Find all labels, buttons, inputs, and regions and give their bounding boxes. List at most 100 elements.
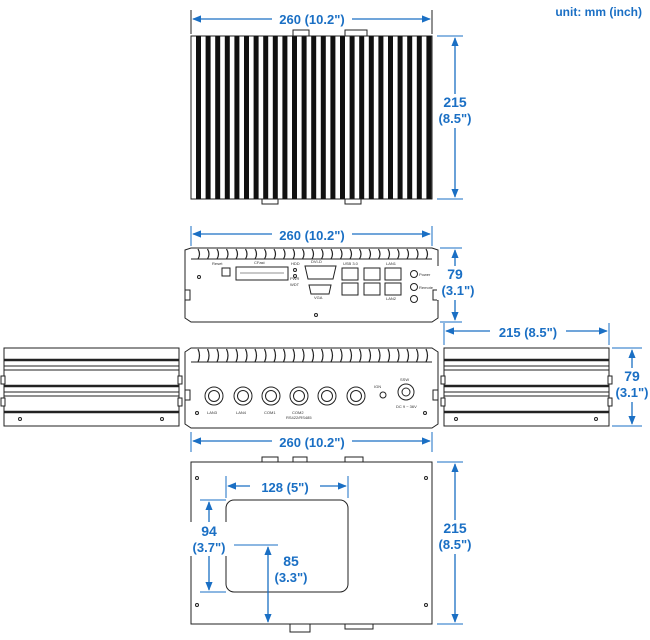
rear-view: LAN3 LAN4 COM1 COM2 RS422/RS485 SSW IGN … (184, 347, 439, 429)
heatsink-fin (407, 36, 413, 199)
usb-port-1 (341, 267, 359, 281)
fin-tooth (377, 348, 381, 363)
offset-mm: 85 (283, 553, 299, 569)
front-port-label-wdt: WDT (290, 282, 300, 287)
side-height-in: (3.1") (616, 385, 649, 400)
heatsink-fin (263, 36, 269, 199)
rear-port-label-com2: COM2 (292, 410, 304, 415)
fin-tooth (330, 248, 334, 260)
fin-tooth (425, 248, 429, 260)
rear-view-ports (204, 386, 366, 406)
heatsink-fin (272, 36, 278, 199)
fin-tooth (406, 248, 410, 260)
heatsink-fin (196, 36, 201, 199)
fin-tooth (225, 348, 229, 363)
ssw-switch (379, 391, 387, 399)
heatsink-fin (224, 36, 230, 199)
heatsink-fin (397, 36, 403, 199)
offset-in: (3.3") (275, 570, 308, 585)
window-width-label: 128 (5") (261, 480, 308, 495)
fin-tooth (292, 348, 296, 363)
rear-port-label-lan3: LAN3 (207, 410, 218, 415)
top-view: 260 (10.2") 215 (8.5") (190, 10, 473, 205)
fin-tooth (254, 348, 258, 363)
fin-tooth (415, 248, 419, 260)
fin-tooth (216, 248, 220, 260)
rear-port-label-lan4: LAN4 (236, 410, 247, 415)
fin-tooth (396, 348, 400, 363)
heatsink-fin (215, 36, 221, 199)
fin-tooth (197, 248, 201, 260)
front-port-label-remote: Remote (419, 285, 434, 290)
fin-tooth (273, 248, 277, 260)
reset-button (221, 267, 231, 277)
fin-tooth (415, 348, 419, 363)
unit-label: unit: mm (inch) (555, 5, 642, 19)
front-port-label-lan2: LAN2 (386, 296, 397, 301)
front-height-in: (3.1") (442, 283, 475, 298)
power-button (410, 270, 418, 278)
heatsink-fin (330, 36, 336, 199)
fin-tooth (244, 248, 248, 260)
bottom-depth-in: (8.5") (439, 537, 472, 552)
fin-tooth (349, 248, 353, 260)
heatsink-fin (282, 36, 288, 199)
rear-view-fins (191, 348, 432, 363)
heatsink-fin (368, 36, 374, 199)
top-width-label: 260 (10.2") (279, 12, 344, 27)
fin-tooth (235, 248, 239, 260)
fin-tooth (387, 348, 391, 363)
round-connector-inner (265, 390, 277, 402)
fin-tooth (206, 248, 210, 260)
fin-tooth (254, 248, 258, 260)
heatsink-fin (320, 36, 326, 199)
round-connector-inner (208, 390, 220, 402)
top-view-fins (196, 36, 432, 199)
fin-tooth (244, 348, 248, 363)
fin-tooth (282, 348, 286, 363)
heatsink-fin (349, 36, 355, 199)
round-connector-inner (237, 390, 249, 402)
fin-tooth (216, 348, 220, 363)
top-depth-in: (8.5") (439, 111, 472, 126)
heatsink-fin (301, 36, 307, 199)
right-side-view: 215 (8.5") 79 (3.1") (440, 323, 650, 427)
front-view: 260 (10.2") Reset CFast DVI-D VGA USB 3.… (184, 226, 477, 323)
fin-tooth (339, 348, 343, 363)
heatsink-fin (416, 36, 422, 199)
front-port-label-pwr: PWR (290, 276, 299, 281)
heatsink-fin (426, 36, 432, 199)
front-port-label-cfast: CFast (254, 260, 266, 265)
heatsink-fin (234, 36, 240, 199)
round-connector-inner (350, 390, 362, 402)
front-view-fins (191, 248, 432, 260)
fin-tooth (197, 348, 201, 363)
round-connector-inner (321, 390, 333, 402)
heatsink-fin (378, 36, 384, 199)
fin-tooth (387, 248, 391, 260)
dvi-port (304, 265, 337, 280)
rear-port-label-ssw: SSW (400, 377, 409, 382)
fin-tooth (377, 248, 381, 260)
fin-tooth (263, 348, 267, 363)
usb-port-3 (363, 267, 381, 281)
fin-tooth (368, 348, 372, 363)
fin-tooth (406, 348, 410, 363)
fin-tooth (301, 248, 305, 260)
usb-port-4 (363, 282, 381, 296)
bottom-depth-mm: 215 (443, 520, 467, 536)
cfast-slot (235, 266, 289, 281)
fin-tooth (320, 348, 324, 363)
side-height-mm: 79 (624, 368, 640, 384)
front-port-label-usb: USB 3.0 (343, 261, 359, 266)
fin-tooth (358, 248, 362, 260)
front-port-label-hdd: HDD (291, 261, 300, 266)
rear-port-label-com1: COM1 (264, 410, 276, 415)
rear-view-body (184, 347, 439, 429)
heatsink-fin (311, 36, 317, 199)
rear-port-label-ign: IGN (374, 384, 381, 389)
round-connector-inner (293, 390, 305, 402)
front-port-label-lan1: LAN1 (386, 261, 397, 266)
window-height-mm: 94 (201, 523, 217, 539)
